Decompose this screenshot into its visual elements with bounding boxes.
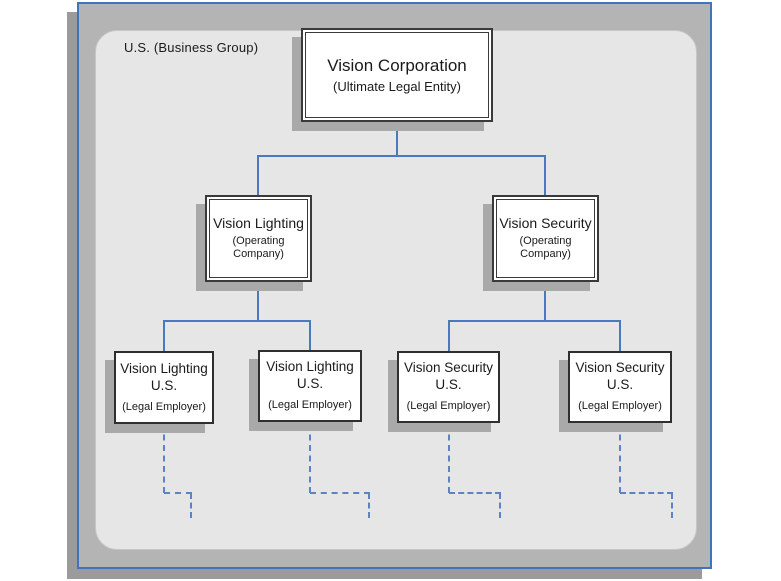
node-title: Vision Lighting: [213, 215, 304, 231]
connector-lighting-rail: [163, 320, 311, 322]
node-vision-lighting-inner: Vision Lighting (Operating Company): [209, 199, 308, 278]
node-vision-lighting: Vision Lighting (Operating Company): [205, 195, 312, 282]
dashed-connector-us3-down: [448, 424, 450, 493]
node-vision-corporation: Vision Corporation (Ultimate Legal Entit…: [301, 28, 493, 122]
connector-security-to-us1: [448, 320, 450, 352]
connector-corp-stem: [396, 122, 398, 156]
node-vision-security-us-2: Vision Security U.S. (Legal Employer): [568, 351, 672, 423]
dashed-connector-us1-down: [163, 424, 165, 493]
dashed-connector-us1-tail: [190, 493, 192, 518]
node-subtitle: (Legal Employer): [268, 399, 352, 411]
node-vision-corporation-inner: Vision Corporation (Ultimate Legal Entit…: [305, 32, 489, 118]
dashed-connector-us2-down: [309, 424, 311, 493]
connector-security-rail: [448, 320, 621, 322]
node-vision-security-us-1: Vision Security U.S. (Legal Employer): [397, 351, 500, 423]
node-vision-security: Vision Security (Operating Company): [492, 195, 599, 282]
connector-lighting-to-us1: [163, 320, 165, 352]
node-subtitle: (Legal Employer): [578, 400, 662, 412]
node-vision-security-us-1-inner: Vision Security U.S. (Legal Employer): [399, 353, 498, 421]
node-title: Vision Security: [499, 215, 592, 231]
node-vision-security-us-2-inner: Vision Security U.S. (Legal Employer): [570, 353, 670, 421]
dashed-connector-us3-tail: [499, 493, 501, 518]
node-subtitle: (Operating Company): [232, 234, 285, 261]
dashed-connector-us2-right: [310, 492, 370, 494]
node-vision-security-inner: Vision Security (Operating Company): [496, 199, 595, 278]
node-title: Vision Lighting U.S.: [266, 359, 354, 392]
node-subtitle: (Legal Employer): [122, 400, 206, 413]
connector-lighting-to-us2: [309, 320, 311, 352]
node-subtitle: (Operating Company): [519, 234, 572, 261]
dashed-connector-us3-right: [449, 492, 501, 494]
node-subtitle: (Ultimate Legal Entity): [333, 79, 461, 94]
dashed-connector-us4-down: [619, 424, 621, 493]
dashed-connector-us4-right: [620, 492, 673, 494]
connector-security-to-us2: [619, 320, 621, 352]
node-vision-lighting-us-2: Vision Lighting U.S. (Legal Employer): [258, 350, 362, 422]
node-title: Vision Security U.S.: [403, 360, 494, 393]
node-vision-lighting-us-2-inner: Vision Lighting U.S. (Legal Employer): [260, 352, 360, 420]
dashed-connector-us2-tail: [368, 493, 370, 518]
node-subtitle: (Legal Employer): [406, 400, 491, 412]
business-group-label: U.S. (Business Group): [124, 40, 259, 55]
node-vision-lighting-us-1-inner: Vision Lighting U.S. (Legal Employer): [116, 353, 212, 422]
connector-security-stem: [544, 282, 546, 321]
connector-lighting-stem: [257, 282, 259, 321]
connector-corp-to-security: [544, 155, 546, 196]
node-vision-lighting-us-1: Vision Lighting U.S. (Legal Employer): [114, 351, 214, 424]
dashed-connector-us1-right: [164, 492, 192, 494]
node-title: Vision Security U.S.: [575, 360, 665, 393]
node-title: Vision Lighting U.S.: [120, 360, 208, 393]
connector-corp-to-lighting: [257, 155, 259, 196]
node-title: Vision Corporation: [327, 55, 467, 75]
dashed-connector-us4-tail: [671, 493, 673, 518]
connector-corp-rail: [257, 155, 546, 157]
